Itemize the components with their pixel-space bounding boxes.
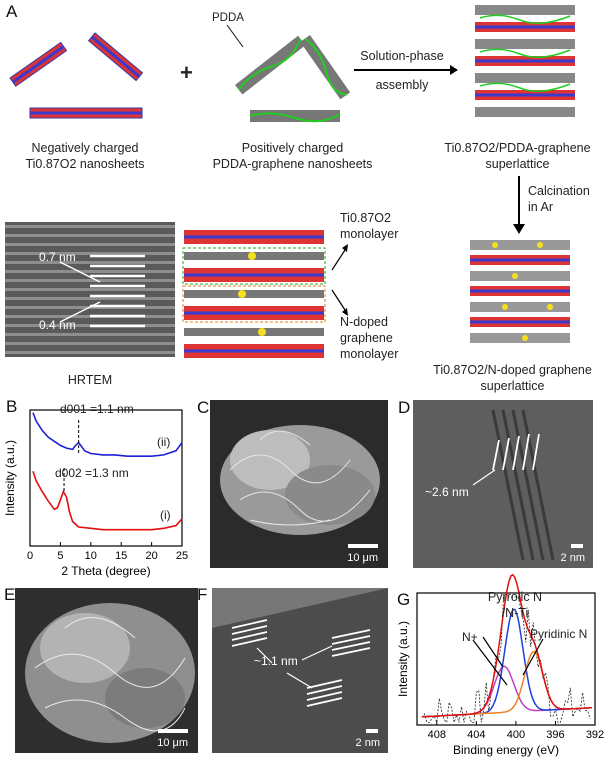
panel-g-letter: G: [397, 590, 411, 609]
scale-bar-c: [348, 544, 378, 548]
arrow-pyridinic: [522, 638, 544, 676]
pdda-superlattice-illustration: [475, 5, 575, 117]
hrtem-image: 0.7 nm 0.4 nm: [5, 222, 175, 357]
x-tick-label-g: 408: [428, 729, 446, 741]
y-axis-label-g: Intensity (a.u.): [396, 621, 410, 697]
arrow-pyrrolic: [482, 636, 504, 668]
peak-fit-g-1: [421, 608, 593, 718]
caption-pdda-superlattice: Ti0.87O2/PDDA-graphene superlattice: [444, 141, 591, 171]
tem-image-f: ~1.1 nm 2 nm: [212, 588, 388, 753]
spacing-label-d: ~2.6 nm: [425, 485, 469, 499]
scale-label-f: 2 nm: [355, 737, 380, 749]
x-tick-label-b: 20: [145, 550, 157, 562]
scale-bar-d: [571, 544, 583, 548]
x-tick-label-g: 404: [467, 729, 485, 741]
ti-monolayer-label: Ti0.87O2 monolayer: [340, 211, 399, 241]
xrd-chart: 0 5 10 15 20 25 2 Theta (degree) Intensity (a.u…: [3, 409, 188, 578]
spacing-label-f: ~1.1 nm: [254, 654, 298, 668]
graphene-monolayer-label: N-doped graphene monolayer: [340, 315, 399, 361]
panel-d-letter: D: [398, 398, 411, 417]
plot-frame-b: [29, 409, 183, 547]
nplus-label: N+: [462, 630, 478, 644]
x-tick-label-b: 0: [27, 550, 33, 562]
calcination-label: Calcination in Ar: [528, 184, 590, 214]
pdda-label: PDDA: [212, 12, 244, 24]
panel-a-letter: A: [6, 2, 18, 21]
scale-label-c: 10 μm: [347, 552, 378, 564]
scale-bar-e: [158, 729, 188, 733]
x-tick-label-b: 25: [176, 550, 188, 562]
arrow-nplus: [472, 639, 508, 686]
tem-image-d: ~2.6 nm 2 nm: [413, 400, 593, 568]
hrtem-caption: HRTEM: [67, 373, 113, 387]
curve-ii-label: (ii): [157, 435, 171, 449]
layered-structure-schematic: [182, 230, 326, 358]
hrtem-label-07: 0.7 nm: [39, 250, 76, 264]
envelope-fit-g: [421, 573, 593, 718]
panel-f-letter: F: [197, 585, 208, 604]
caption-positively-charged: Positively charged PDDA-graphene nanoshe…: [212, 141, 373, 171]
scale-label-d: 2 nm: [560, 552, 585, 564]
assembly-arrow-label-2: assembly: [375, 78, 429, 92]
assembly-arrow-label: Solution-phase: [360, 49, 444, 63]
monolayer-pointer-arrows: [331, 244, 348, 316]
x-tick-label-g: 400: [507, 729, 525, 741]
x-tick-label-g: 396: [546, 729, 564, 741]
hrtem-label-04: 0.4 nm: [39, 318, 76, 332]
caption-negatively-charged: Negatively charged Ti0.87O2 nanosheets: [25, 141, 145, 171]
assembly-arrow: [354, 65, 458, 75]
sem-image-e: 10 μm: [15, 588, 198, 753]
sem-image-c: 10 μm: [210, 400, 388, 568]
n-doped-superlattice-illustration: [470, 240, 570, 343]
x-tick-label-b: 15: [115, 550, 127, 562]
x-tick-label-g: 392: [586, 729, 604, 741]
pyrrolic-label: Pyrrolic N /N-Ti: [487, 590, 543, 620]
ti-nanosheets-illustration: [9, 32, 144, 119]
x-tick-label-b: 5: [57, 550, 63, 562]
panel-b-letter: B: [6, 397, 18, 416]
series-line-b-1: [32, 470, 183, 531]
d001-label: d001 =1.1 nm: [60, 402, 134, 416]
series-line-b-0: [32, 412, 183, 457]
panel-c-letter: C: [197, 398, 210, 417]
pyridinic-label: Pyridinic N: [530, 627, 588, 641]
x-axis-label-b: 2 Theta (degree): [61, 564, 150, 578]
pdda-graphene-illustration: [226, 24, 351, 123]
x-tick-label-b: 10: [85, 550, 97, 562]
d002-label: d002 =1.3 nm: [55, 466, 129, 480]
caption-n-doped-superlattice: Ti0.87O2/N-doped graphene superlattice: [433, 363, 592, 393]
scale-bar-f: [366, 729, 378, 733]
scale-label-e: 10 μm: [157, 737, 188, 749]
plus-sign: +: [180, 60, 193, 85]
panel-e-letter: E: [4, 585, 16, 604]
calcination-arrow: [513, 176, 525, 234]
y-axis-label-b: Intensity (a.u.): [3, 440, 17, 516]
curve-i-label: (i): [160, 508, 171, 522]
x-axis-label-g: Binding energy (eV): [453, 743, 559, 757]
